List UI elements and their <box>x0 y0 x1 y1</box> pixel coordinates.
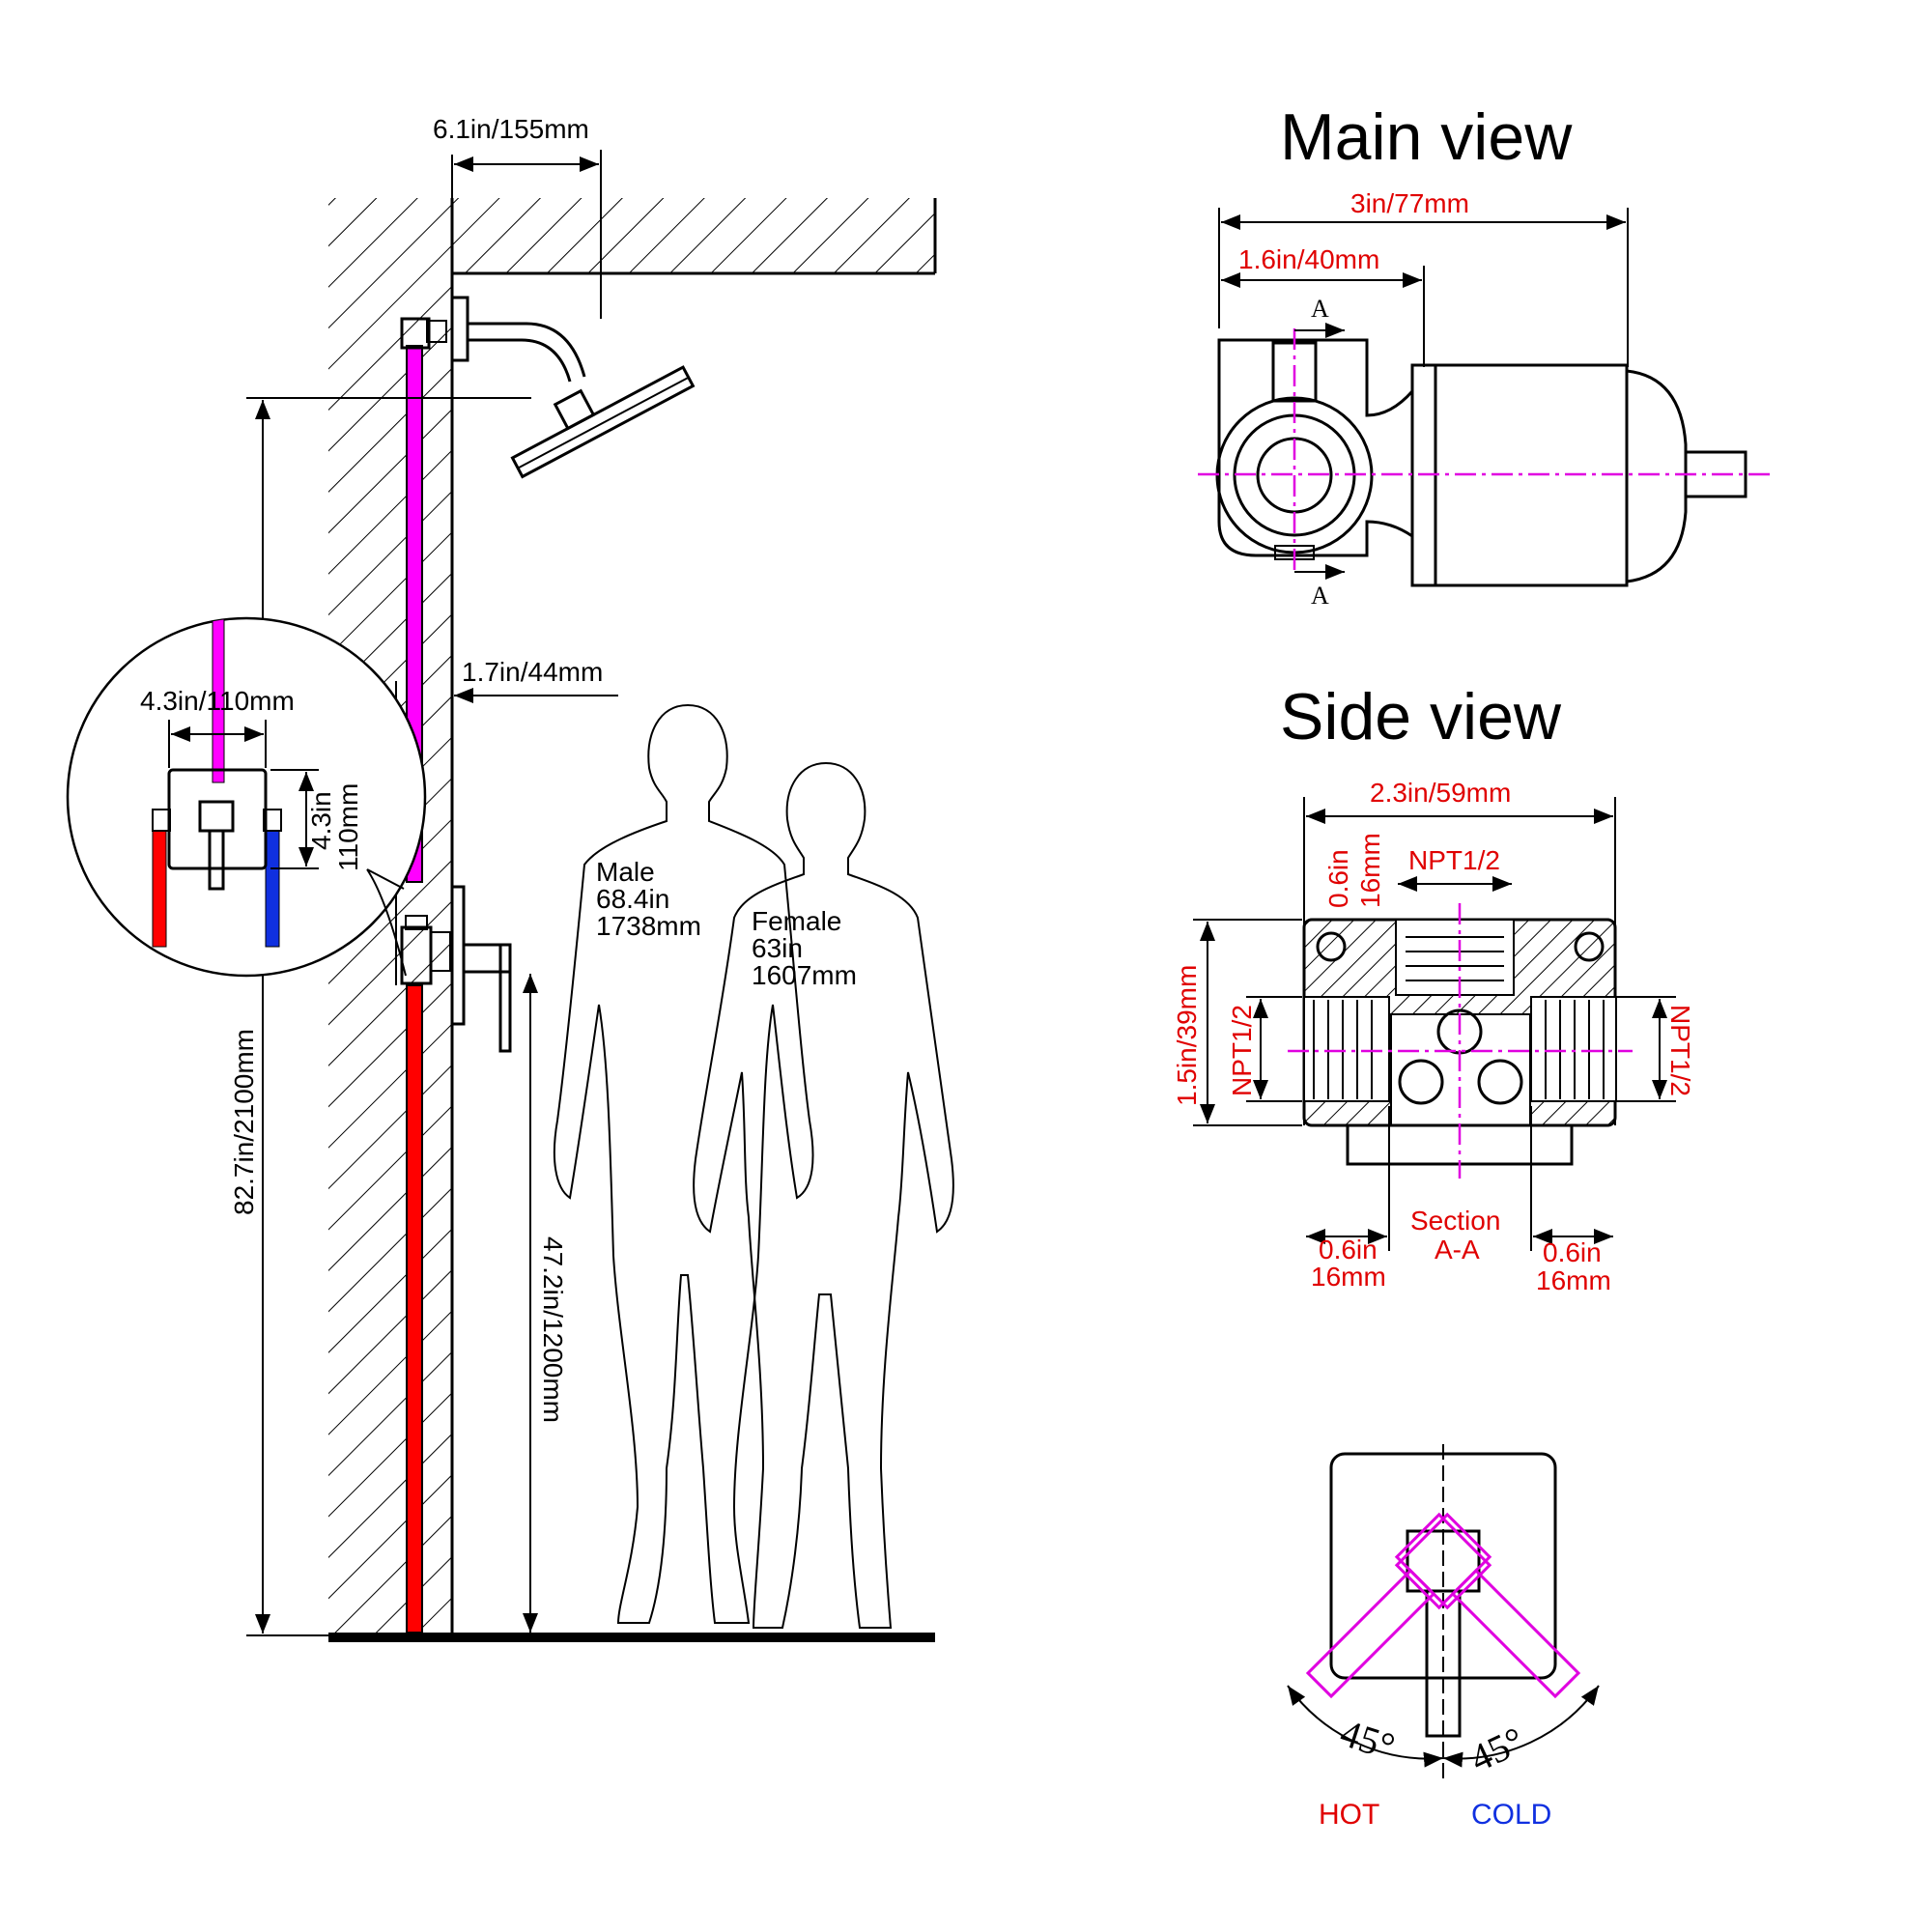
main-width-label: 3in/77mm <box>1350 188 1469 218</box>
side-right-threads <box>1545 1000 1605 1099</box>
main-view: Main view 3in/77mm 1.6in/40mm A A <box>1198 100 1773 610</box>
side-height-label: 1.5in/39mm <box>1172 965 1202 1106</box>
floor <box>328 1633 935 1642</box>
male-height-mm: 1738mm <box>596 911 701 941</box>
side-section-label: Section <box>1410 1206 1500 1236</box>
detail-height-in-label: 4.3in <box>306 791 336 850</box>
main-section-mark-top: A <box>1311 295 1329 323</box>
side-right-thread-label: NPT1/2 <box>1665 1005 1695 1096</box>
side-right-wall-mm: 16mm <box>1536 1265 1611 1295</box>
cold-label: COLD <box>1471 1799 1551 1831</box>
side-left-wall-in: 0.6in <box>1319 1235 1378 1264</box>
ceiling-section <box>452 198 935 273</box>
female-height-mm: 1607mm <box>752 960 857 990</box>
female-height-in: 63in <box>752 933 803 963</box>
wall-diagram: 6.1in/155mm 82.7in/2100mm 1.7in/44mm 47.… <box>66 114 954 1642</box>
hot-angle-label: 45° <box>1335 1711 1400 1769</box>
side-top-wall-mm: 16mm <box>1355 833 1385 908</box>
mount-height-label: 82.7in/2100mm <box>229 1029 259 1215</box>
arm-length-label: 6.1in/155mm <box>433 114 589 144</box>
detail-width-label: 4.3in/110mm <box>140 686 295 716</box>
detail-height-mm-label: 110mm <box>333 783 363 871</box>
side-left-threads <box>1313 1000 1373 1099</box>
handle-rotation-view: 45° 45° HOT COLD <box>1287 1444 1600 1831</box>
cold-angle-label: 45° <box>1463 1719 1531 1780</box>
valve-height-label: 47.2in/1200mm <box>538 1236 568 1423</box>
valve-handle <box>498 943 512 1053</box>
side-section-name: A-A <box>1435 1235 1480 1264</box>
side-view-title: Side view <box>1280 680 1562 753</box>
side-left-thread-label: NPT1/2 <box>1227 1005 1257 1096</box>
main-view-title: Main view <box>1280 100 1573 174</box>
cold-rotation-outline <box>1394 1512 1581 1699</box>
trim-plate-detail: 4.3in/110mm 4.3in 110mm <box>66 616 427 978</box>
female-label: Female <box>752 906 841 936</box>
male-label: Male <box>596 857 655 887</box>
side-top-threads <box>1406 936 1504 981</box>
side-top-thread-label: NPT1/2 <box>1408 845 1500 875</box>
valve-trim-plate <box>450 885 466 1026</box>
side-width-label: 2.3in/59mm <box>1370 778 1511 808</box>
side-left-wall-mm: 16mm <box>1311 1262 1386 1292</box>
hot-label: HOT <box>1319 1799 1379 1831</box>
male-silhouette <box>553 703 814 1624</box>
side-right-wall-in: 0.6in <box>1543 1237 1602 1267</box>
main-section-mark-bottom: A <box>1311 582 1329 610</box>
male-height-in: 68.4in <box>596 884 669 914</box>
female-silhouette <box>693 761 954 1629</box>
side-view: Side view 2.3in/59mm NPT1/2 0.6in 16mm <box>1172 680 1695 1295</box>
valve-depth-label: 1.7in/44mm <box>462 657 603 687</box>
hot-rotation-outline <box>1305 1512 1492 1699</box>
side-top-wall-in: 0.6in <box>1323 849 1353 908</box>
main-inlet-offset-label: 1.6in/40mm <box>1238 244 1379 274</box>
hot-supply-pipe <box>406 984 423 1634</box>
